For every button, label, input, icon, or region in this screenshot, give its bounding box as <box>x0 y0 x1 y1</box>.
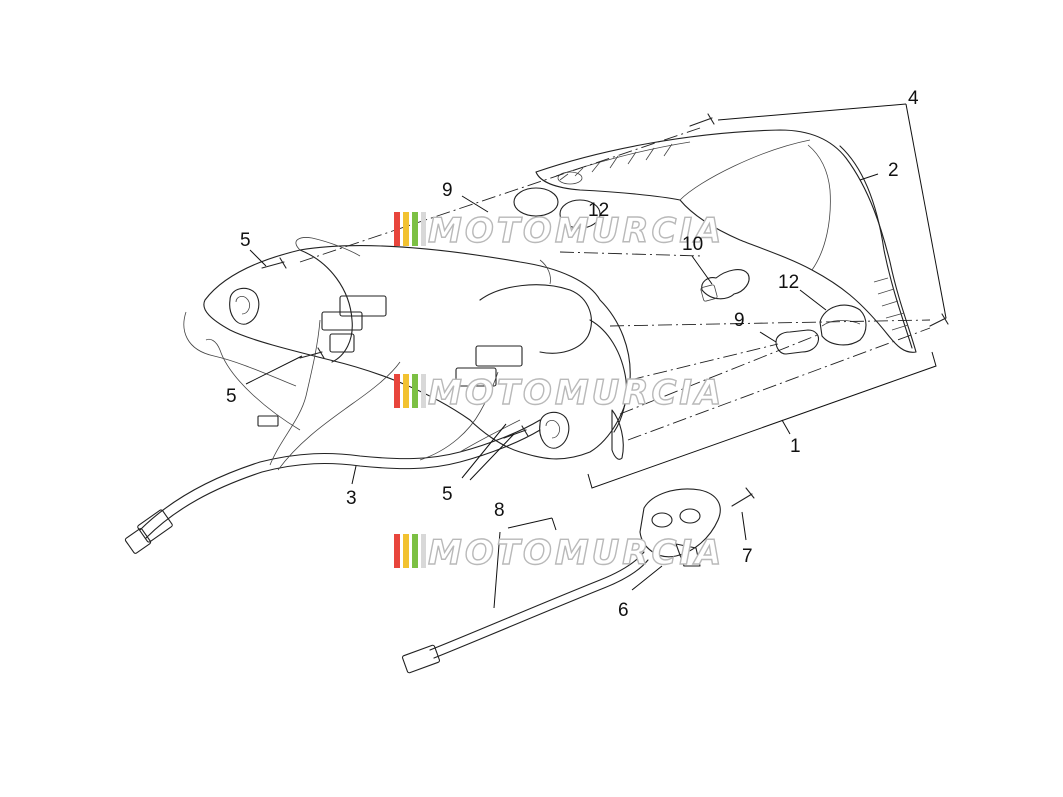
license-plate-wiring <box>401 551 649 674</box>
alignment-lines <box>299 127 931 441</box>
license-plate-light <box>639 488 721 567</box>
watermark-stripe-3 <box>412 534 418 568</box>
screw-top <box>689 113 715 127</box>
callout-8: 8 <box>494 500 505 521</box>
callout-9-right: 9 <box>734 310 745 331</box>
watermark-stripe-3 <box>412 212 418 246</box>
bulb-10 <box>700 269 750 302</box>
callout-labels: 1 2 3 4 5 5 5 6 7 8 9 9 10 12 12 <box>226 88 919 621</box>
watermark-stripe-1 <box>394 212 400 246</box>
tail-light-housing <box>203 237 631 460</box>
watermark-stripe-1 <box>394 374 400 408</box>
watermark-stripe-2 <box>403 534 409 568</box>
callout-12-top: 12 <box>588 200 609 221</box>
watermark-text: MOTOMURCIA <box>428 373 724 413</box>
bulb-socket-left <box>229 287 260 325</box>
assembly-bracket <box>587 351 937 489</box>
bulb-holder-12-right <box>819 304 867 346</box>
bulb-9-top <box>513 187 559 217</box>
watermark-text: MOTOMURCIA <box>428 211 724 251</box>
callout-6: 6 <box>618 600 629 621</box>
watermark-text: MOTOMURCIA <box>428 533 724 573</box>
wiring-harness <box>124 311 541 554</box>
screw-license-plate-light <box>731 487 755 507</box>
callout-12-right: 12 <box>778 272 799 293</box>
connector-block-left <box>321 295 387 353</box>
callout-9-top: 9 <box>442 180 453 201</box>
screw-housing-top <box>261 257 287 269</box>
callout-5-low: 5 <box>442 484 453 505</box>
watermark-stripe-2 <box>403 374 409 408</box>
callout-4: 4 <box>908 88 919 109</box>
watermark-stripe-1 <box>394 534 400 568</box>
callout-5-mid: 5 <box>226 386 237 407</box>
watermark-stripe-2 <box>403 212 409 246</box>
screw-housing-low <box>503 425 529 439</box>
callout-5-top: 5 <box>240 230 251 251</box>
callout-1: 1 <box>790 436 801 457</box>
callout-3: 3 <box>346 488 357 509</box>
bulb-9-right <box>775 329 820 355</box>
watermark-bottom: MOTOMURCIA <box>394 532 724 574</box>
callout-7: 7 <box>742 546 753 567</box>
watermark-stripe-3 <box>412 374 418 408</box>
screw-housing-mid <box>299 347 325 359</box>
callout-2: 2 <box>888 160 899 181</box>
harness-main-plug <box>124 509 173 554</box>
watermark-top: MOTOMURCIA <box>394 210 724 252</box>
bulb-holder-12-top <box>559 199 601 229</box>
leader-lines <box>245 103 947 609</box>
bulb-socket-right <box>539 411 570 449</box>
screw-right <box>929 313 949 327</box>
watermark-middle: MOTOMURCIA <box>394 372 724 414</box>
callout-10: 10 <box>682 234 703 255</box>
